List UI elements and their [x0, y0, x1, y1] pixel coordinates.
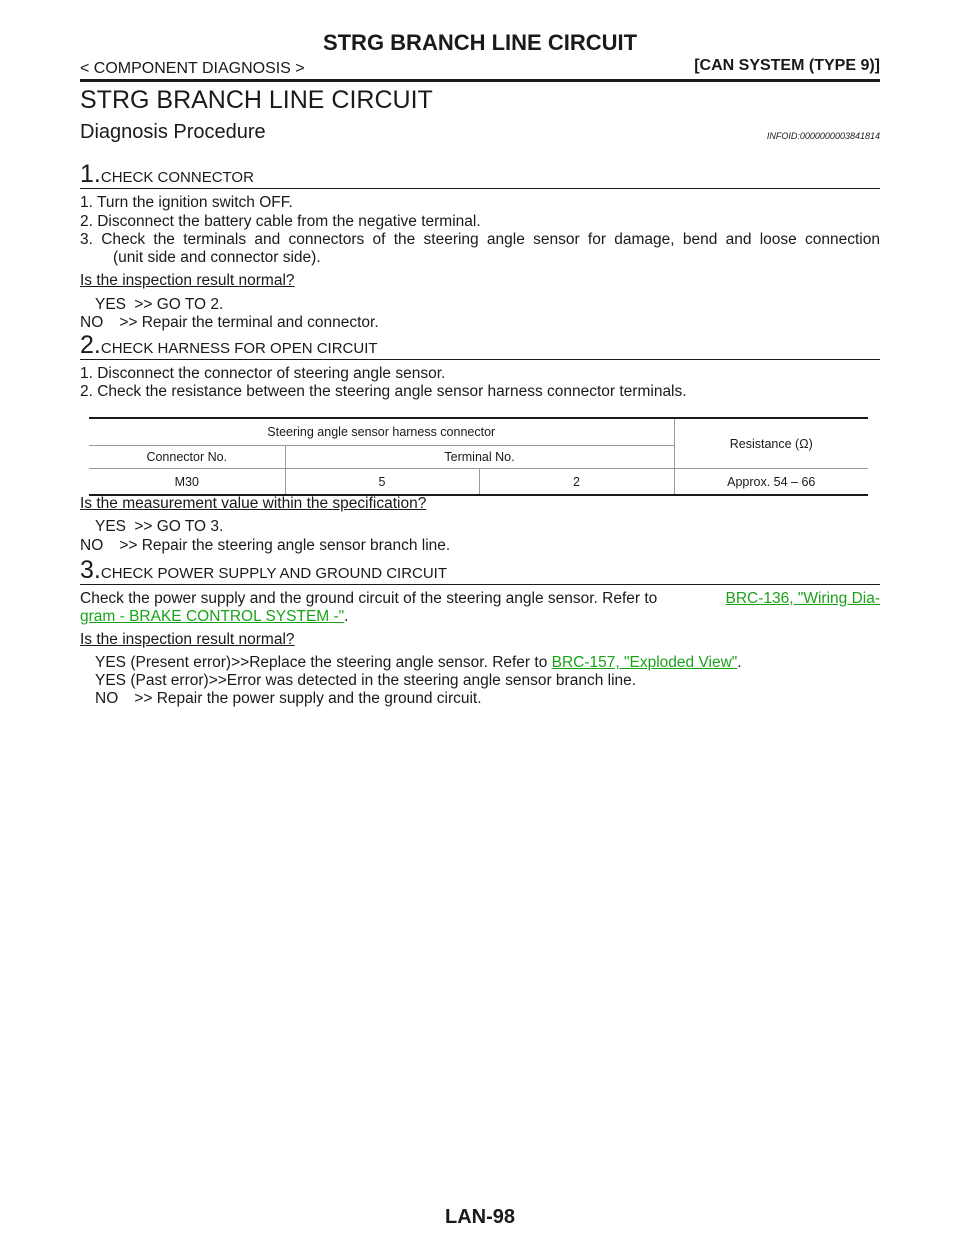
instruction-body: Check the power supply and the ground ci… [80, 590, 880, 608]
instruction-item: 2. Check the resistance between the stee… [80, 383, 687, 400]
step-number: 2. [80, 331, 101, 359]
main-heading: STRG BRANCH LINE CIRCUIT [80, 86, 433, 114]
resistance-spec-table: Steering angle sensor harness connector … [89, 417, 868, 496]
instruction-item-continued: (unit side and connector side). [113, 249, 321, 266]
answer-key: NO [80, 314, 104, 331]
answer-key: YES [95, 518, 127, 535]
step-number: 1. [80, 160, 101, 188]
inspection-question: Is the measurement value within the spec… [80, 495, 427, 512]
step-number: 3. [80, 556, 101, 584]
step-2-heading: 2.CHECK HARNESS FOR OPEN CIRCUIT [80, 331, 880, 360]
step-3-heading: 3.CHECK POWER SUPPLY AND GROUND CIRCUIT [80, 556, 880, 585]
info-id: INFOID:0000000003841814 [766, 131, 880, 141]
connector-header: Connector No. [89, 445, 285, 469]
period: . [344, 608, 349, 625]
answer-row: NO >> Repair the steering angle sensor b… [80, 537, 450, 555]
instruction-body-continued: gram - BRAKE CONTROL SYSTEM -". [80, 608, 348, 626]
instruction-text: Check the power supply and the ground ci… [80, 590, 658, 607]
table-cell: 2 [478, 468, 674, 496]
answer-row: YES >> GO TO 2. [95, 296, 223, 314]
answer-row: YES (Past error)>>Error was detected in … [95, 672, 637, 689]
sub-heading: Diagnosis Procedure [80, 121, 266, 143]
resistance-header: Resistance (Ω) [673, 417, 868, 469]
instruction-item: 1. Disconnect the connector of steering … [80, 365, 446, 382]
instruction-item: 3. Check the terminals and connectors of… [80, 231, 880, 248]
table-cell: 5 [284, 468, 479, 496]
step-1-heading: 1.CHECK CONNECTOR [80, 160, 880, 189]
section-tag: [CAN SYSTEM (TYPE 9)] [694, 57, 880, 74]
group-header: Steering angle sensor harness connector [89, 417, 674, 446]
answer-text: >> Repair the terminal and connector. [119, 314, 379, 331]
answer-row: NO >> Repair the power supply and the gr… [95, 690, 482, 708]
answer-text: >> Repair the power supply and the groun… [134, 690, 482, 707]
exploded-view-link[interactable]: BRC-157, "Exploded View" [551, 654, 738, 671]
page-number: LAN-98 [444, 1206, 515, 1228]
step-title: CHECK POWER SUPPLY AND GROUND CIRCUIT [100, 565, 448, 582]
instruction-item: 1. Turn the ignition switch OFF. [80, 194, 293, 211]
instruction-item: 2. Disconnect the battery cable from the… [80, 213, 481, 230]
answer-key: NO [80, 537, 104, 554]
answer-text: YES (Present error)>>Replace the steerin… [95, 654, 552, 671]
breadcrumb: < COMPONENT DIAGNOSIS > [80, 60, 305, 77]
header-rule [80, 79, 880, 82]
answer-key: YES [95, 296, 127, 313]
answer-text: >> GO TO 3. [134, 518, 224, 535]
answer-key: NO [95, 690, 119, 707]
wiring-diagram-link[interactable]: BRC-136, "Wiring Dia- [725, 590, 880, 607]
inspection-question: Is the inspection result normal? [80, 272, 295, 289]
inspection-question: Is the inspection result normal? [80, 631, 295, 648]
wiring-diagram-link[interactable]: gram - BRAKE CONTROL SYSTEM -" [80, 608, 345, 625]
answer-row: NO >> Repair the terminal and connector. [80, 314, 379, 332]
answer-row: YES >> GO TO 3. [95, 518, 223, 536]
period: . [737, 654, 742, 671]
step-title: CHECK HARNESS FOR OPEN CIRCUIT [100, 340, 378, 357]
table-cell: Approx. 54 – 66 [673, 468, 868, 496]
answer-row: YES (Present error)>>Replace the steerin… [95, 654, 742, 672]
table-cell: M30 [89, 468, 285, 496]
table-row: M30 5 2 Approx. 54 – 66 [89, 468, 868, 496]
answer-text: >> GO TO 2. [134, 296, 224, 313]
page-title: STRG BRANCH LINE CIRCUIT [322, 30, 638, 55]
terminal-header: Terminal No. [284, 445, 674, 469]
step-title: CHECK CONNECTOR [100, 169, 254, 186]
answer-text: >> Repair the steering angle sensor bran… [119, 537, 451, 554]
